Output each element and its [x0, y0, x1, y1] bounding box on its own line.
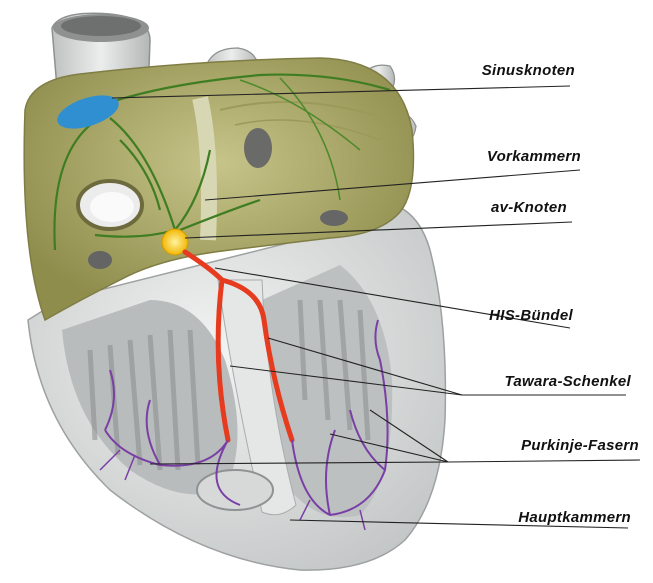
- label-his-buendel: HIS-Bündel: [489, 307, 573, 324]
- label-purkinje-fasern: Purkinje-Fasern: [521, 437, 639, 454]
- leader-purkinje-4: [448, 460, 640, 462]
- label-av-knoten: av-Knoten: [491, 199, 567, 216]
- label-hauptkammern: Hauptkammern: [518, 509, 631, 526]
- label-tawara-schenkel: Tawara-Schenkel: [505, 373, 632, 390]
- label-sinusknoten: Sinusknoten: [482, 62, 575, 79]
- label-vorkammern: Vorkammern: [487, 148, 581, 165]
